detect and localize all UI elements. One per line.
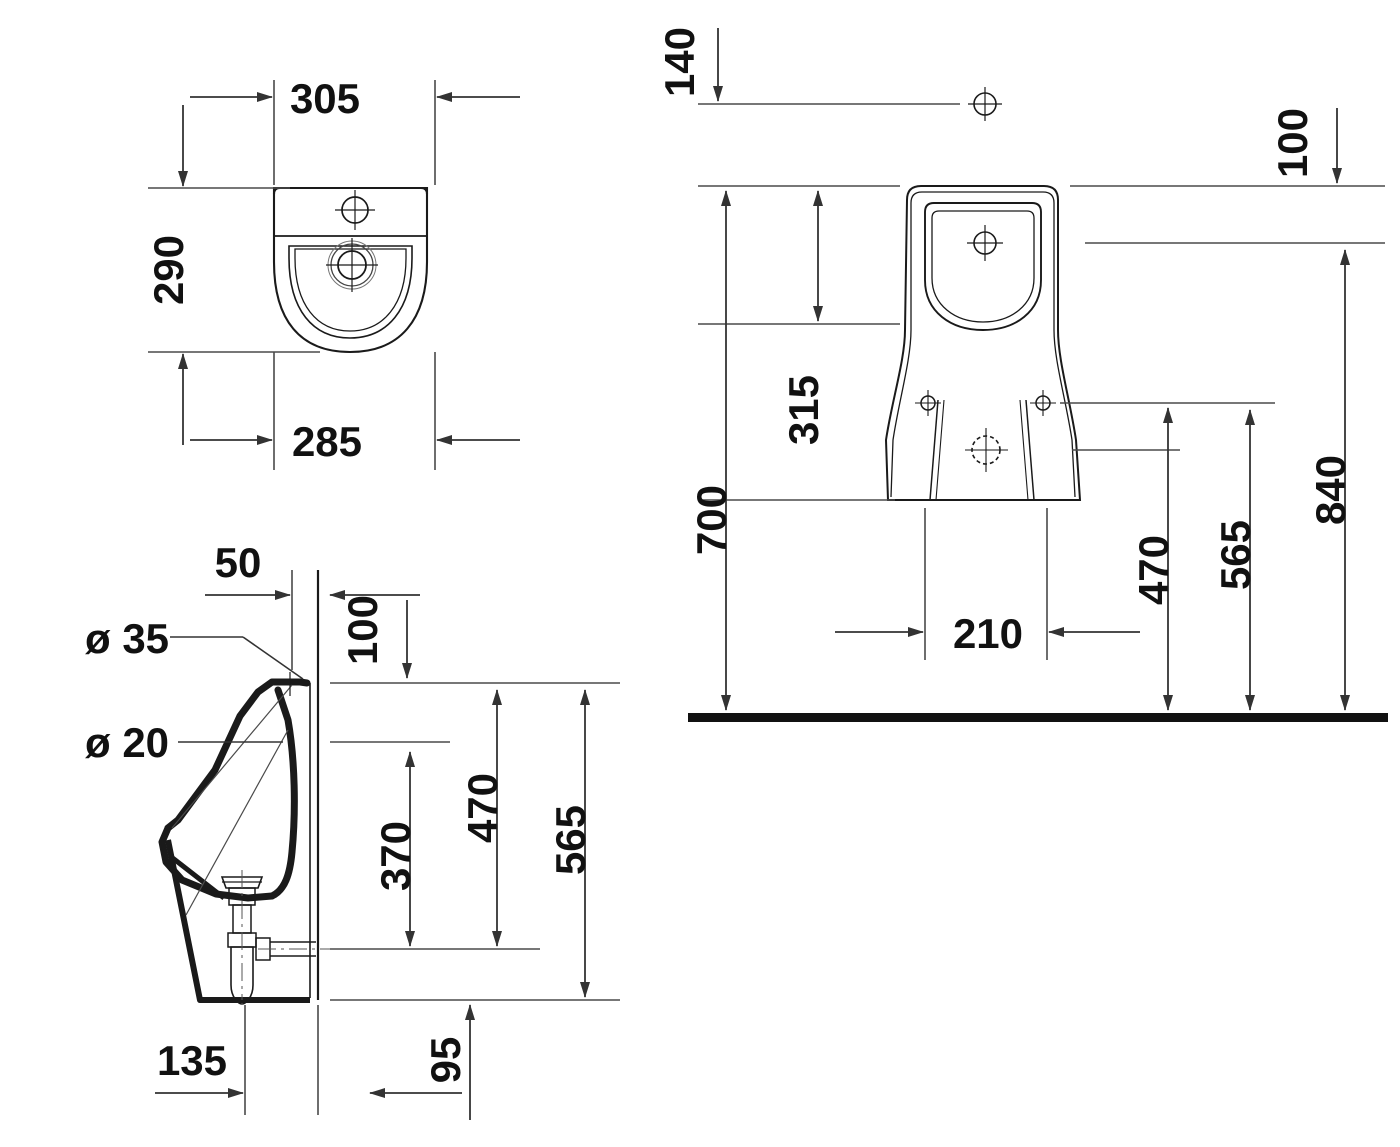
top-view-back-edge (272, 186, 429, 195)
dim-label-305: 305 (290, 75, 360, 122)
dim-label-285: 285 (292, 418, 362, 465)
top-view-bowl-inner (294, 248, 407, 332)
front-outlet-centermark (965, 428, 1008, 472)
top-view-bowl-outer (288, 245, 413, 339)
top-view-group: 305 290 285 (145, 75, 520, 470)
side-bowl-lower-left (158, 824, 276, 902)
front-skirt-left-2 (935, 399, 945, 501)
front-outline (884, 185, 1082, 501)
trap-bowl (230, 946, 254, 1005)
callout-dia-20: ø 20 (85, 719, 169, 766)
front-skirt-right (1025, 399, 1035, 501)
side-view-group: ø 35 ø 20 50 100 370 470 565 (85, 539, 620, 1120)
dim-label-210: 210 (953, 610, 1023, 657)
front-fixing-hole-left (915, 390, 941, 416)
leader-dia35-slant (242, 636, 304, 680)
dim-label-840: 840 (1307, 455, 1354, 525)
top-view-drain-centermark (326, 238, 378, 292)
front-fixing-hole-right (1030, 390, 1056, 416)
front-bowl-inner (931, 210, 1035, 323)
side-construction-line-b (185, 729, 289, 916)
front-skirt-left (929, 399, 939, 501)
dim-label-100-side: 100 (339, 595, 386, 665)
side-internal-rib (168, 854, 226, 900)
front-inlet-centermark (968, 87, 1002, 121)
top-view-inlet-centermark (335, 190, 375, 230)
side-construction-line-a (171, 684, 293, 829)
dim-label-50: 50 (215, 539, 262, 586)
top-view-outline (272, 186, 429, 354)
dim-label-100-front: 100 (1269, 108, 1316, 178)
dim-label-370: 370 (372, 821, 419, 891)
dim-label-95: 95 (422, 1037, 469, 1084)
front-outline-inner-right (910, 191, 1076, 498)
side-pedestal-outline (165, 839, 310, 1003)
side-rim-break (269, 726, 279, 743)
drain-flange (220, 876, 264, 889)
drain-trap-assembly (220, 870, 330, 1005)
dim-label-315: 315 (780, 375, 827, 445)
dim-label-565-side: 565 (547, 805, 594, 875)
dim-label-565-front: 565 (1212, 520, 1259, 590)
front-view-group: 140 100 700 315 210 470 565 840 (656, 27, 1388, 722)
front-skirt-right-2 (1019, 399, 1029, 501)
dim-label-700: 700 (688, 485, 735, 555)
dim-label-470-side: 470 (459, 773, 506, 843)
callout-dia-35: ø 35 (85, 615, 169, 662)
front-outline-inner-left (890, 203, 912, 498)
floor-line (688, 713, 1388, 722)
side-bowl-right-wall (268, 686, 298, 900)
rim-top-centermark (280, 672, 302, 696)
dim-label-470-front: 470 (1130, 535, 1177, 605)
front-bowl-outer (924, 202, 1042, 331)
dim-label-135: 135 (157, 1037, 227, 1084)
dim-label-140: 140 (656, 27, 703, 97)
side-rim-upper (164, 678, 311, 832)
front-bowl-centermark (967, 225, 1003, 261)
dim-label-290: 290 (145, 235, 192, 305)
